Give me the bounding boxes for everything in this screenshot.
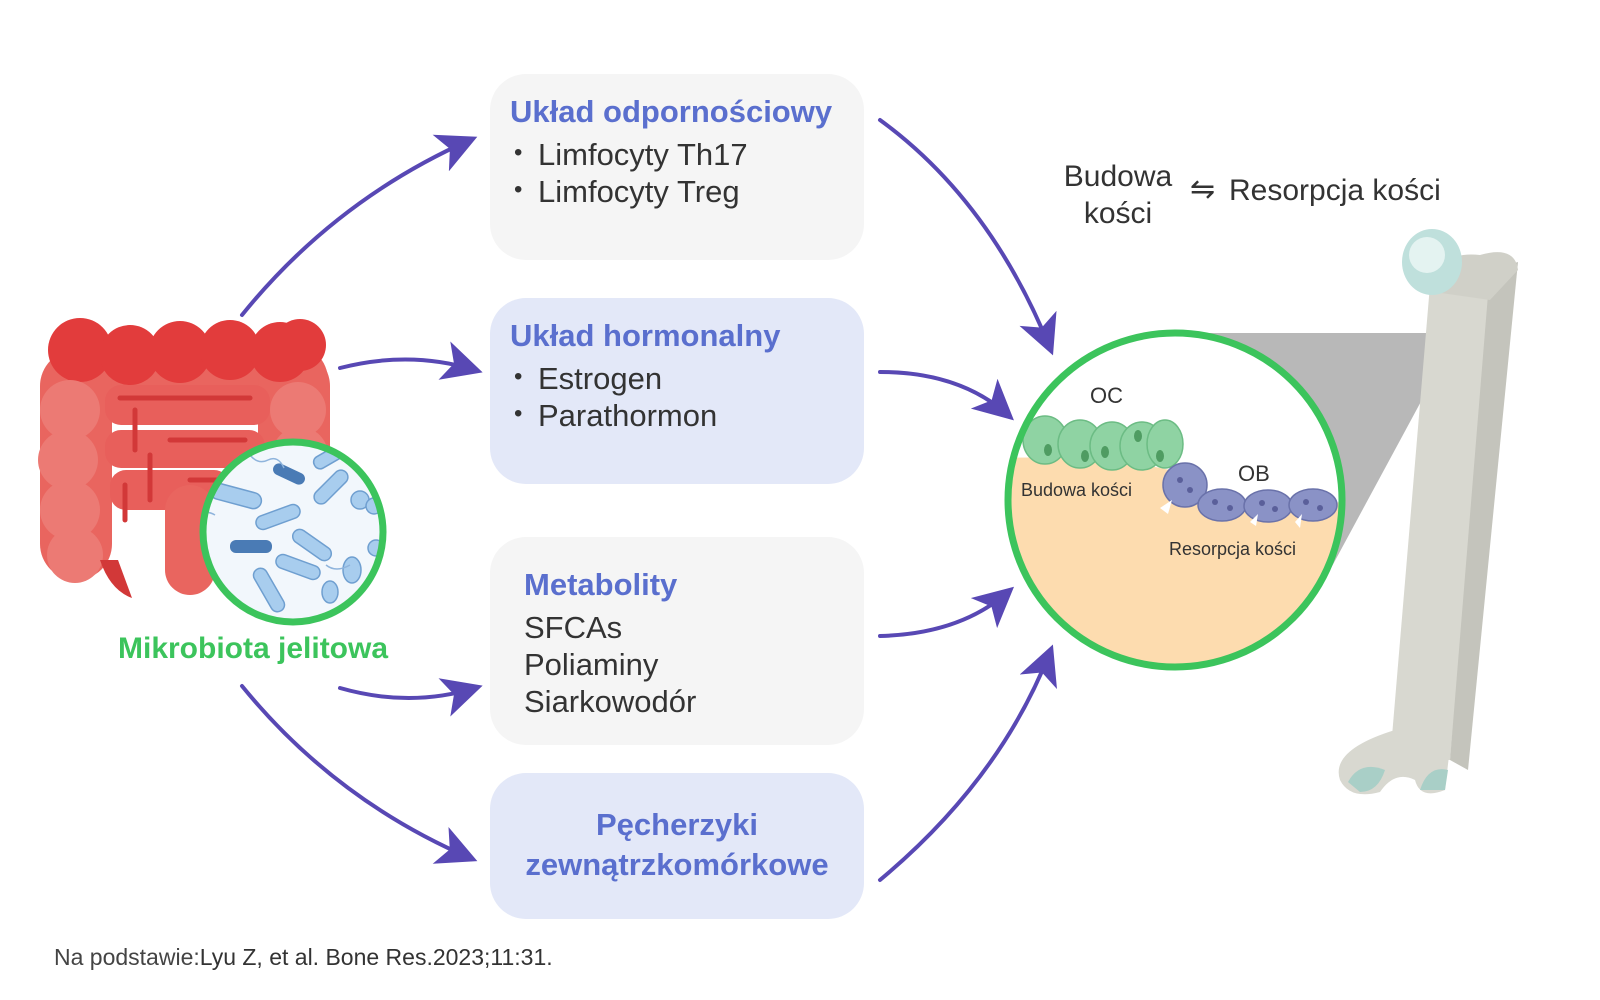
immune-system-box: Układ odpornościowy Limfocyty Th17 Limfo… [490, 74, 864, 260]
arrow-gut-to-vesicles [240, 684, 478, 864]
arrow-gut-to-hormonal [338, 341, 483, 380]
bone-tissue-inset [1004, 329, 1346, 671]
hormonal-system-box: Układ hormonalny Estrogen Parathormon [490, 298, 864, 484]
source-prefix: Na podstawie: [54, 944, 200, 970]
inset-build-label: Budowa kości [1021, 480, 1133, 500]
bone-resorption-label: Resorpcja kości [1229, 174, 1441, 207]
inset-resorption-label: Resorpcja kości [1169, 539, 1297, 559]
arrow-gut-to-immune [240, 134, 478, 317]
hormonal-system-title: Układ hormonalny [510, 318, 781, 353]
arrow-hormonal-to-bone [878, 370, 1014, 421]
list-item: Limfocyty Treg [510, 171, 844, 210]
source-citation: Na podstawie:Lyu Z, et al. Bone Res.2023… [54, 944, 553, 971]
bone-build-line1: Budowa [1063, 160, 1173, 193]
list-item: SFCAs [524, 610, 623, 645]
metabolites-list: SFCAs Poliaminy Siarkowodór [524, 609, 844, 720]
arrow-gut-to-metabolites [338, 678, 483, 717]
source-reference: Lyu Z, et al. Bone Res.2023;11:31. [199, 944, 553, 970]
osteoclast-label: OC [1090, 383, 1123, 408]
microbiota-circle [199, 438, 387, 626]
metabolites-box: Metabolity SFCAs Poliaminy Siarkowodór [490, 537, 864, 745]
metabolites-title: Metabolity [524, 567, 678, 602]
balance-arrows-icon: ⇋ [1190, 173, 1216, 206]
flow-arrows [240, 118, 1057, 882]
hormonal-system-list: Estrogen Parathormon [510, 358, 844, 434]
list-item: Poliaminy [524, 647, 659, 682]
gut-microbiota-label: Mikrobiota jelitowa [118, 632, 389, 665]
list-item: Estrogen [510, 358, 844, 397]
list-item: Limfocyty Th17 [510, 134, 844, 173]
arrow-immune-to-bone [878, 118, 1057, 356]
list-item: Parathormon [510, 395, 844, 434]
vesicles-box: Pęcherzyki zewnątrzkomórkowe [490, 773, 864, 919]
arrow-metabolites-to-bone [878, 586, 1015, 638]
list-item: Siarkowodór [524, 684, 697, 719]
vesicles-title-line2: zewnątrzkomórkowe [525, 847, 829, 882]
osteoblast-label: OB [1238, 461, 1270, 486]
vesicles-title-line1: Pęcherzyki [596, 807, 758, 842]
arrow-vesicles-to-bone [878, 644, 1057, 882]
bone-build-label: Budowa kości [1050, 158, 1186, 232]
bone-build-line2: kości [1083, 197, 1153, 230]
immune-system-title: Układ odpornościowy [510, 94, 833, 129]
immune-system-list: Limfocyty Th17 Limfocyty Treg [510, 134, 844, 210]
